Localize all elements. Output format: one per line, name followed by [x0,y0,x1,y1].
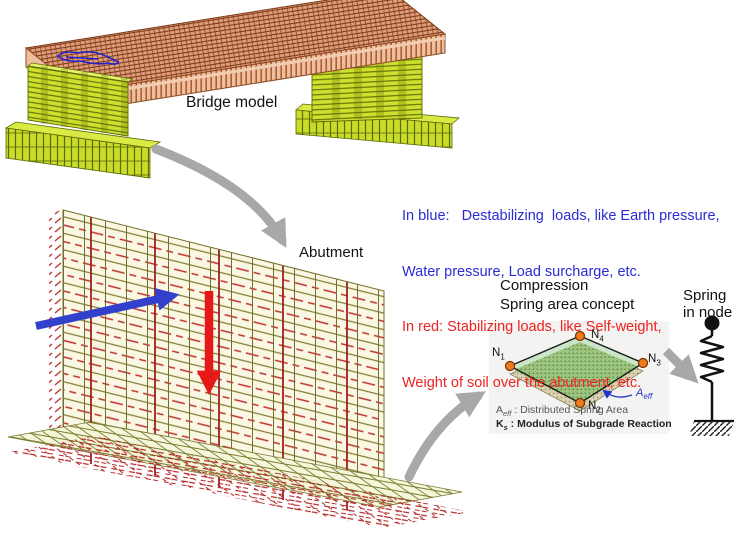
footing-red-grid [8,436,470,528]
loads-note-line4: Weight of soil over the abutment, etc. [402,374,642,391]
loads-note-line2: Water pressure, Load surcharge, etc. [402,263,641,280]
spring-concept-title-line1: Compression [500,277,589,294]
aeff-pointer-label: Aeff [636,387,653,402]
earth-pressure-arrow [35,288,180,330]
arrow-concept-to-spring [662,347,699,384]
legend-aeff: Aeff : Distributed Spring Area [496,404,629,419]
left-pier [4,62,162,179]
arrow-abutment-to-concept [404,391,486,482]
loads-note-line1: In blue: Destabilizing loads, like Earth… [402,208,720,224]
spring-in-node-line2: in node [683,304,733,321]
node-label-n3: N3 [648,353,661,368]
node-label-n2: N2 [588,400,601,415]
spring-concept-title-line2: Spring area concept [500,295,635,313]
spring-symbol [689,315,734,436]
bridge-model-label: Bridge model [186,94,278,111]
spring-coil [699,334,725,384]
ground-hatch [689,421,734,436]
bridge-model-figure [4,0,460,179]
spring-in-node-line1: Spring [683,287,727,304]
abutment-label: Abutment [299,244,364,261]
loads-note-line3: In red: Stabilizing loads, like Self-wei… [402,319,662,335]
spring-area-quad [504,330,649,412]
node-label-n4: N4 [591,329,604,344]
node-markers [504,330,649,409]
spring-concept-title: Compression Spring area concept [500,277,634,314]
node-mass-circle [704,315,720,331]
spring-in-node-label: Spring in node [683,287,732,321]
legend-ks: Ks : Modulus of Subgrade Reaction [496,418,672,433]
abutment-figure [7,209,470,528]
aeff-pointer-arrow [602,389,633,399]
quad-top-green [514,342,639,404]
deck-selection-outline [56,50,119,65]
loads-note: In blue: Destabilizing loads, like Earth… [402,170,748,429]
arrow-bridge-to-abutment [151,144,287,249]
node-label-n1: N1 [492,347,505,362]
right-pier [295,52,460,149]
abutment-wall-mesh [62,209,385,493]
